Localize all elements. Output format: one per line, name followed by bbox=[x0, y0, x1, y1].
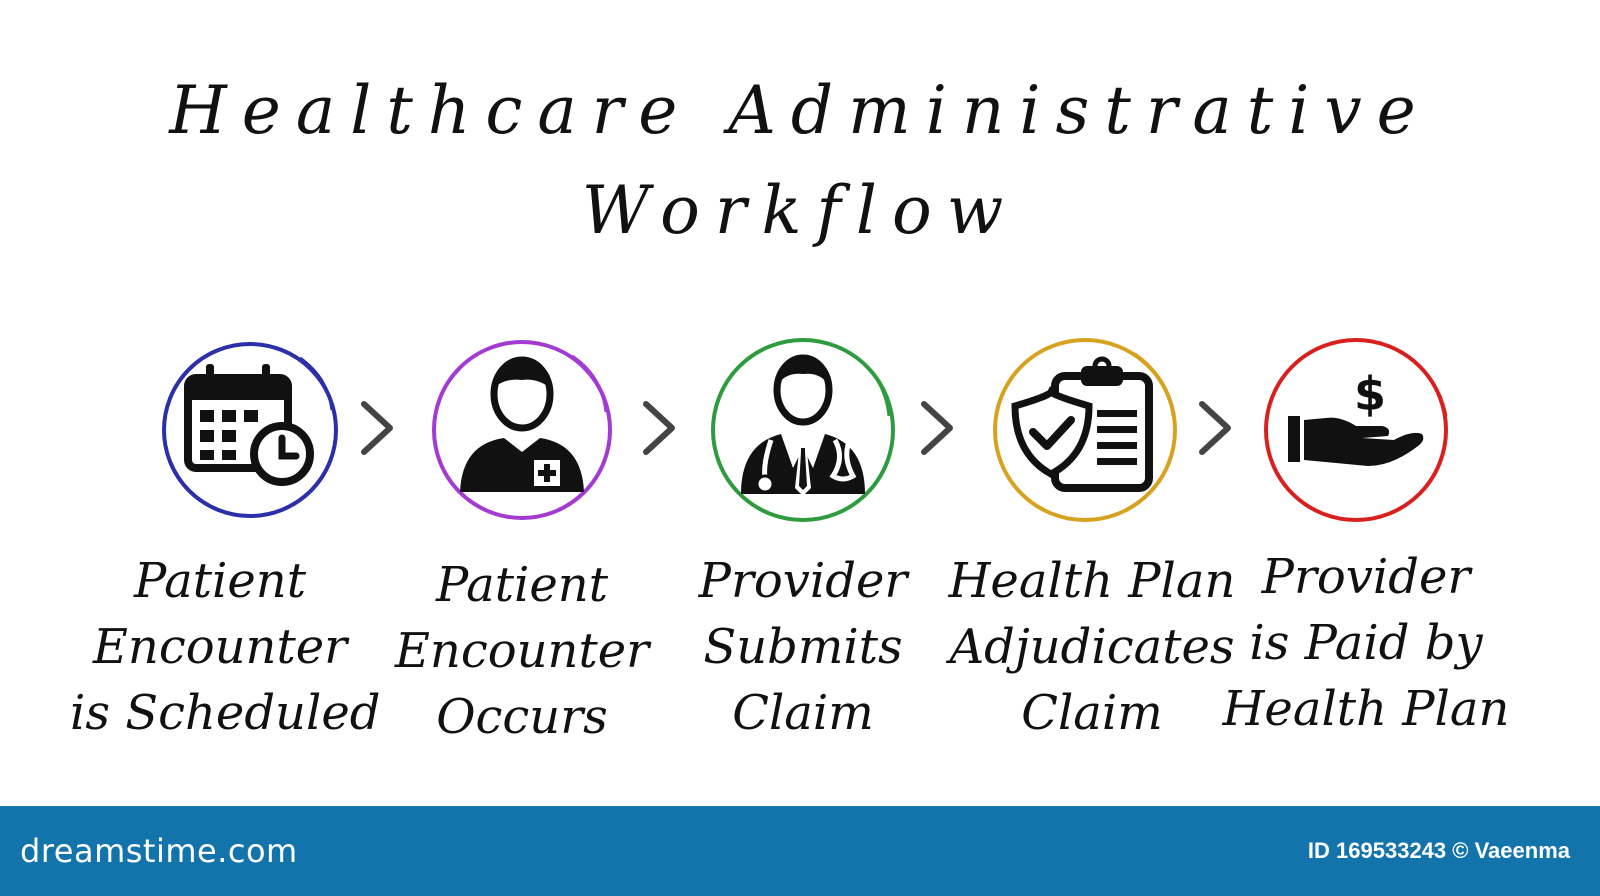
ring-gold bbox=[993, 338, 1177, 522]
brand-logo-text[interactable]: dreamstime.com bbox=[20, 832, 298, 870]
step-label-line: Claim bbox=[1021, 685, 1163, 741]
svg-text:$: $ bbox=[1354, 367, 1386, 421]
title-line-1: Healthcare Administrative bbox=[169, 72, 1431, 149]
step-label-line: Submits bbox=[703, 619, 903, 675]
chevron-right-icon bbox=[921, 401, 953, 455]
ring-blue bbox=[162, 342, 338, 518]
step-label-line: Patient bbox=[133, 553, 306, 609]
step-circle: $ bbox=[1256, 330, 1456, 530]
step-label: Patient Encounter Occurs bbox=[372, 552, 672, 750]
step-circle bbox=[985, 330, 1185, 530]
step-label: Patient Encounter is Scheduled bbox=[70, 548, 381, 746]
step-label-line: Encounter bbox=[394, 623, 650, 679]
ring-red bbox=[1264, 338, 1448, 522]
step-label-line: is Scheduled bbox=[70, 685, 381, 741]
step-label-line: Encounter bbox=[92, 619, 348, 675]
step-circle bbox=[422, 330, 622, 530]
clipboard-shield-icon bbox=[1011, 356, 1153, 492]
step-label-line: Provider bbox=[1261, 549, 1471, 605]
ring-purple bbox=[432, 340, 612, 520]
step-circle bbox=[150, 330, 350, 530]
ring-green bbox=[711, 338, 895, 522]
calendar-clock-icon bbox=[184, 364, 314, 486]
step-label-line: Occurs bbox=[436, 689, 608, 745]
step-label-line: is Paid by bbox=[1249, 615, 1483, 671]
step-label: Health Plan Adjudicates Claim bbox=[942, 548, 1242, 746]
step-label-line: Health Plan bbox=[948, 553, 1236, 609]
step-circle bbox=[703, 330, 903, 530]
step-label-line: Adjudicates bbox=[949, 619, 1235, 675]
step-label-line: Claim bbox=[732, 685, 874, 741]
chevron-right-icon bbox=[361, 401, 393, 455]
doctor-stethoscope-icon bbox=[741, 354, 865, 496]
chevron-right-icon bbox=[643, 401, 675, 455]
step-label-line: Provider bbox=[698, 553, 908, 609]
image-credit: ID 169533243 © Vaeenma bbox=[1307, 838, 1570, 863]
title-line-2: Workflow bbox=[581, 172, 1019, 249]
footer-bar: dreamstime.com ID 169533243 © Vaeenma bbox=[0, 806, 1600, 896]
patient-plus-icon bbox=[460, 356, 584, 492]
step-label: Provider is Paid by Health Plan bbox=[1216, 544, 1516, 742]
step-label: Provider Submits Claim bbox=[653, 548, 953, 746]
chevron-right-icon bbox=[1199, 401, 1231, 455]
hand-dollar-icon: $ bbox=[1288, 367, 1424, 466]
step-label-line: Patient bbox=[435, 557, 608, 613]
step-label-line: Health Plan bbox=[1222, 681, 1510, 737]
